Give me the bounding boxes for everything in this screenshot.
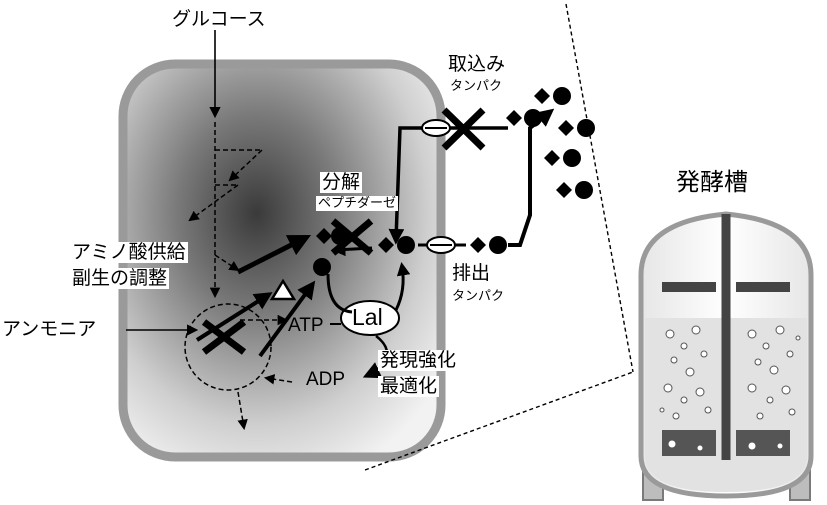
lal-enzyme-label: Lal <box>352 304 383 330</box>
lal-product-arrow <box>394 262 411 311</box>
atp-label: ATP <box>288 315 324 336</box>
ammonia-knockout-x-icon <box>201 319 247 355</box>
lal-reaction-curve <box>326 273 353 314</box>
uptake-protein-sublabel: タンパク <box>450 79 503 94</box>
uptake-knockout-x-icon <box>441 107 486 151</box>
glucose-label: グルコース <box>172 8 266 30</box>
ammonia-to-circle-arrow <box>258 280 316 358</box>
export-protein-sublabel: タンパク <box>452 289 505 304</box>
extracellular-dipeptides <box>506 87 595 199</box>
amino-to-dipeptide-arrow <box>236 234 312 275</box>
adp-label: ADP <box>306 369 346 390</box>
fermenter-tank <box>638 211 814 501</box>
zoom-line-bottom <box>364 371 634 471</box>
export-protein-label: 排出 <box>452 262 491 284</box>
byproduct-control-label: 副生の調整 <box>70 267 170 289</box>
dashed-pathway <box>188 122 289 431</box>
ammonia-label: アンモニア <box>2 318 97 340</box>
lal-enzyme-ellipse <box>340 300 400 336</box>
ammonia-node-circle <box>184 303 272 391</box>
peptidase-label: ペプチダーゼ <box>316 196 399 211</box>
expression-enhancement-label: 発現強化 <box>378 349 459 371</box>
zoom-line-top <box>565 3 634 373</box>
fermenter-bubbles <box>659 325 801 452</box>
ammonia-to-triangle-arrow <box>195 292 273 342</box>
amino-acid-triangle-icon <box>269 278 297 301</box>
optimization-label: 最適化 <box>378 375 440 397</box>
adp-return-dashed-arrow <box>263 374 293 385</box>
fermenter-label: 発酵槽 <box>676 168 748 196</box>
degradation-label: 分解 <box>320 171 363 193</box>
uptake-protein-label: 取込み <box>448 53 506 75</box>
amino-supply-label: アミノ酸供給 <box>70 241 188 263</box>
amino-acid-circle-icon <box>313 258 331 276</box>
